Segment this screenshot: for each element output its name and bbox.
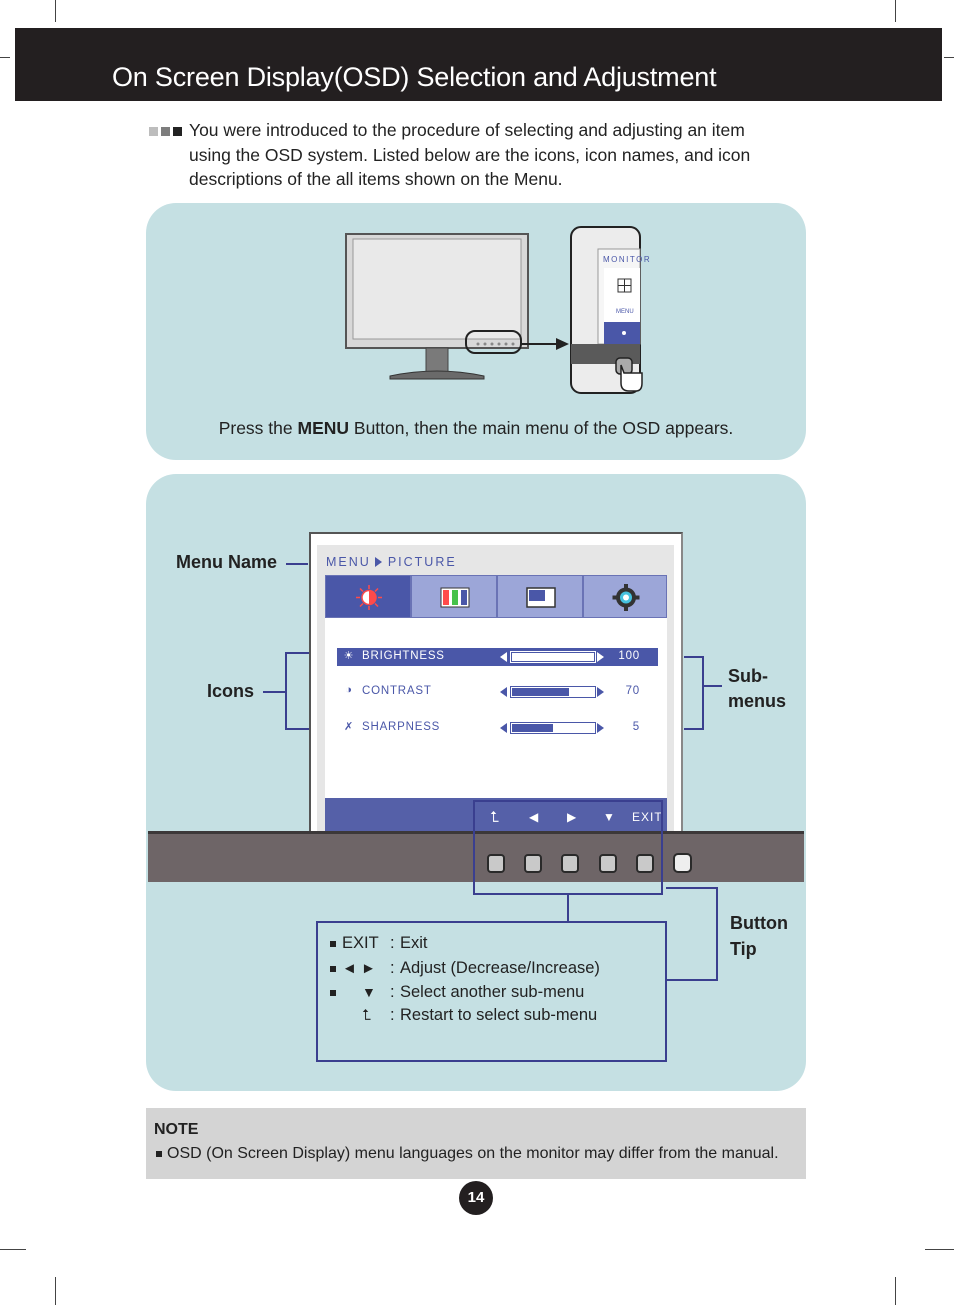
decrease-arrow-icon[interactable] [500,687,507,697]
intro-paragraph: You were introduced to the procedure of … [189,120,751,189]
submenu-value: 5 [632,721,640,733]
inset-menu-label: MENU [616,309,634,315]
note-title: NOTE [154,1121,199,1138]
exit-tip: EXIT [632,810,663,824]
decrease-arrow-icon[interactable] [500,723,507,733]
section-bullet-icon [149,127,185,136]
submenus-callout: Sub-menus [728,666,787,711]
menu-hw-button[interactable] [487,854,505,873]
submenu-label: CONTRAST [362,685,432,697]
callout-line [684,728,704,730]
legend-row-adjust: ◄ ►:Adjust (Decrease/Increase) [330,959,600,978]
crop-mark [925,1249,954,1250]
brightness-contrast-icon [356,585,382,610]
crop-mark [895,1277,896,1305]
callout-line [263,691,286,693]
down-arrow-icon: ▼ [362,984,376,1000]
level-slider[interactable] [510,651,596,663]
callout-line [286,563,308,565]
osd-button-tip-bar [325,798,667,831]
sun-icon: ☀ [343,650,355,662]
sharpness-icon: ✗ [343,721,355,733]
submenu-contrast[interactable]: ◑ CONTRAST 70 [337,683,658,701]
increase-arrow-icon[interactable] [597,687,604,697]
bullet-icon [330,965,336,972]
increase-arrow-icon[interactable] [597,652,604,662]
crop-mark [895,0,896,22]
callout-line [702,685,722,687]
up-return-icon: ⮤ [490,809,499,826]
crop-mark [55,1277,56,1305]
power-hw-button[interactable] [673,853,692,873]
note-box [146,1108,806,1179]
right-hw-button[interactable] [561,854,579,873]
level-slider[interactable] [510,722,596,734]
crop-mark [944,57,954,58]
osd-submenu-area [325,618,667,798]
callout-line [285,652,287,730]
tab-setup[interactable] [583,575,667,618]
callout-line [684,656,704,658]
note-text: OSD (On Screen Display) menu languages o… [156,1145,779,1163]
legend-row-restart: ⮤:Restart to select sub-menu [330,1006,597,1025]
legend-row-select: ▼:Select another sub-menu [330,983,584,1002]
monitor-illustration: MONITOR MENU [345,226,651,394]
contrast-icon: ◑ [345,684,353,696]
page-title: On Screen Display(OSD) Selection and Adj… [112,62,717,92]
exit-hw-button[interactable] [636,854,654,873]
left-right-arrows-icon: ◄ ► [342,960,376,977]
tab-display[interactable] [497,575,583,618]
tab-color[interactable] [411,575,497,618]
button-highlight-frame [473,800,663,895]
tab-picture[interactable] [325,575,411,618]
decrease-arrow-icon[interactable] [500,652,507,662]
color-bars-icon [440,587,470,608]
inset-osd-label: MONITOR [603,255,651,264]
button-tip-legend [316,921,667,1062]
level-slider[interactable] [510,686,596,698]
left-hw-button[interactable] [524,854,542,873]
submenu-value: 100 [618,650,640,662]
up-return-icon: ⮤ [362,1007,371,1024]
legend-row-exit: EXIT:Exit [330,934,428,953]
header-bar [15,28,942,101]
icons-callout: Icons [207,681,255,701]
crop-mark [55,0,56,22]
monitor-bezel [148,831,804,882]
menu-name-callout: Menu Name [176,552,278,572]
callout-line [567,895,569,922]
increase-arrow-icon[interactable] [597,723,604,733]
callout-line [285,728,309,730]
submenu-value: 70 [625,685,640,697]
right-arrow-icon: ▶ [567,810,577,824]
menu-button-name: MENU [297,418,350,438]
bullet-icon [330,989,336,996]
breadcrumb-arrow-icon [374,557,382,567]
submenu-sharpness[interactable]: ✗ SHARPNESS 5 [337,719,658,737]
bullet-icon [156,1150,162,1157]
crop-mark [0,1249,26,1250]
callout-line [666,887,718,889]
settings-gear-icon [612,584,640,611]
screen-position-icon [526,587,556,608]
callout-line [666,979,718,981]
submenu-label: BRIGHTNESS [362,650,445,662]
crop-mark [0,57,10,58]
down-arrow-icon: ▼ [603,810,615,824]
press-menu-instruction: Press the MENU Button, then the main men… [218,418,734,438]
left-arrow-icon: ◀ [529,810,539,824]
bullet-icon [330,940,336,947]
page-number: 14 [459,1181,493,1215]
down-hw-button[interactable] [599,854,617,873]
callout-line [702,656,704,730]
callout-line [285,652,309,654]
callout-line [716,887,718,981]
submenu-label: SHARPNESS [362,721,441,733]
submenu-brightness[interactable]: ☀ BRIGHTNESS 100 [337,648,658,666]
